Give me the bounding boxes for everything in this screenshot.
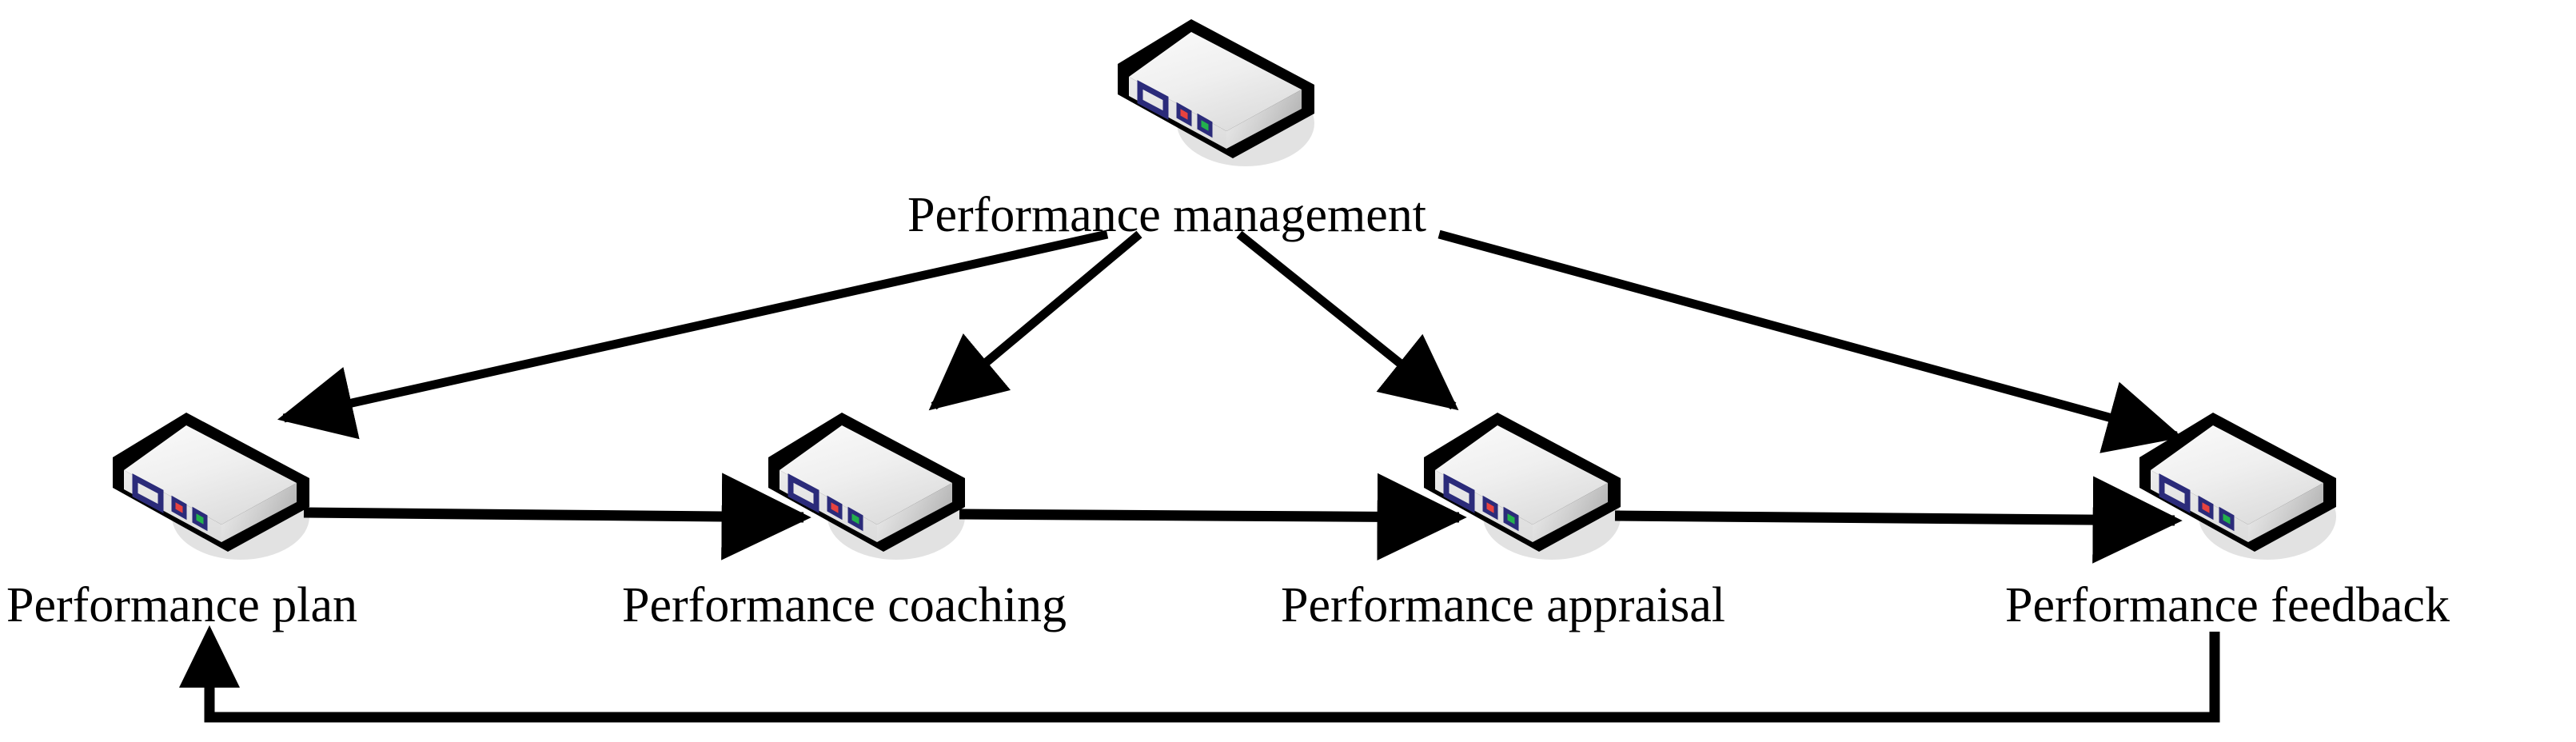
connector-management-to-appraisal[interactable] <box>1236 230 1459 411</box>
label-performance-plan: Performance plan <box>6 578 357 632</box>
label-performance-feedback: Performance feedback <box>2005 578 2450 632</box>
connector-plan-to-coaching[interactable] <box>303 473 811 560</box>
node-icon-performance-management[interactable] <box>1118 19 1314 166</box>
connector-feedback-to-plan[interactable] <box>179 625 2220 723</box>
connector-group-management-fanout <box>277 229 2183 453</box>
connector-management-to-plan[interactable] <box>277 229 1109 440</box>
label-performance-appraisal: Performance appraisal <box>1281 578 1726 632</box>
node-icon-performance-coaching[interactable] <box>768 413 965 560</box>
label-performance-management: Performance management <box>907 188 1426 242</box>
connector-group-stage-chain <box>303 473 2183 564</box>
connector-management-to-coaching[interactable] <box>928 230 1142 411</box>
node-icon-performance-plan[interactable] <box>113 413 309 560</box>
node-icon-performance-appraisal[interactable] <box>1424 413 1621 560</box>
feedback-loop-arrowhead <box>179 625 240 688</box>
label-performance-coaching: Performance coaching <box>622 578 1067 632</box>
connector-appraisal-to-feedback[interactable] <box>1614 476 2183 564</box>
connector-management-to-feedback[interactable] <box>1438 229 2183 453</box>
connector-coaching-to-appraisal[interactable] <box>959 473 1467 560</box>
